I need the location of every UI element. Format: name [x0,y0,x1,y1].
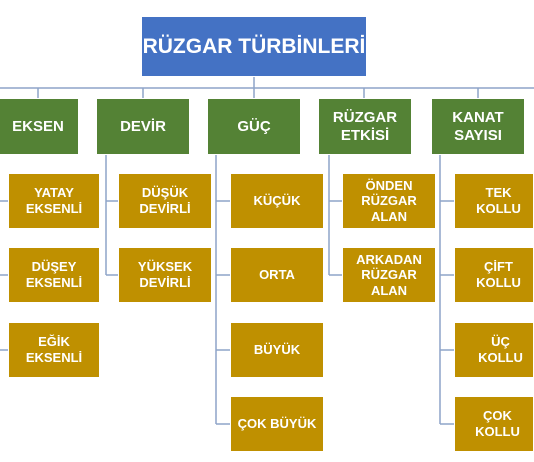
leaf-uc-kollu: ÜÇ KOLLU [454,322,534,378]
leaf-tek-kollu: TEK KOLLU [454,173,534,229]
leaf-kucuk: KÜÇÜK [230,173,324,229]
leaf-orta: ORTA [230,247,324,303]
category-devir: DEVİR [96,98,190,155]
leaf-yatay-eksenli: YATAY EKSENLİ [8,173,100,229]
category-ruzgar-etkisi: RÜZGAR ETKİSİ [318,98,412,155]
leaf-dusuk-devirli: DÜŞÜK DEVİRLİ [118,173,212,229]
category-guc: GÜÇ [207,98,301,155]
leaf-buyuk: BÜYÜK [230,322,324,378]
leaf-egik-eksenli: EĞİK EKSENLİ [8,322,100,378]
leaf-dusey-eksenli: DÜŞEY EKSENLİ [8,247,100,303]
leaf-onden-ruzgar-alan: ÖNDEN RÜZGAR ALAN [342,173,436,229]
leaf-cok-kollu: ÇOK KOLLU [454,396,534,452]
leaf-yuksek-devirli: YÜKSEK DEVİRLİ [118,247,212,303]
leaf-arkadan-ruzgar-alan: ARKADAN RÜZGAR ALAN [342,247,436,303]
category-kanat-sayisi: KANAT SAYISI [431,98,525,155]
root-node: RÜZGAR TÜRBİNLERİ [141,16,367,77]
leaf-cift-kollu: ÇİFT KOLLU [454,247,534,303]
category-eksen: EKSEN [0,98,79,155]
leaf-cok-buyuk: ÇOK BÜYÜK [230,396,324,452]
